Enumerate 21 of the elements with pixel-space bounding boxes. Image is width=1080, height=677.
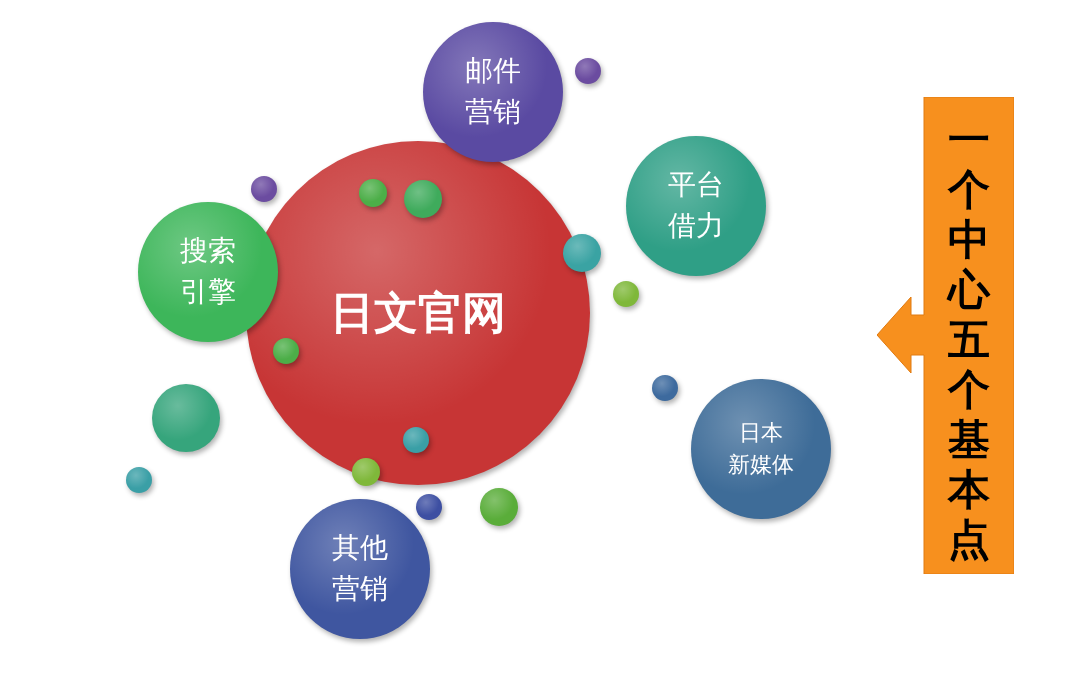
circle-label: 日文官网 — [330, 286, 506, 341]
small-circle — [575, 58, 601, 84]
small-circle — [480, 488, 518, 526]
small-circle — [126, 467, 152, 493]
circle-label: 日本新媒体 — [728, 419, 794, 479]
small-circle — [273, 338, 299, 364]
small-circle — [563, 234, 601, 272]
small-circle — [404, 180, 442, 218]
arrow-callout — [877, 97, 1014, 574]
small-circle — [359, 179, 387, 207]
circle-label: 搜索引擎 — [179, 233, 237, 310]
small-circle — [152, 384, 220, 452]
circle-label: 邮件营销 — [464, 53, 522, 130]
circle-label: 其他营销 — [331, 530, 389, 607]
vertical-title: 一个中心五个基本点 — [947, 115, 991, 565]
small-circle — [613, 281, 639, 307]
small-circle — [416, 494, 442, 520]
small-circle — [403, 427, 429, 453]
small-circle — [652, 375, 678, 401]
topic-circle — [138, 202, 278, 342]
circle-label: 平台借力 — [667, 167, 725, 244]
